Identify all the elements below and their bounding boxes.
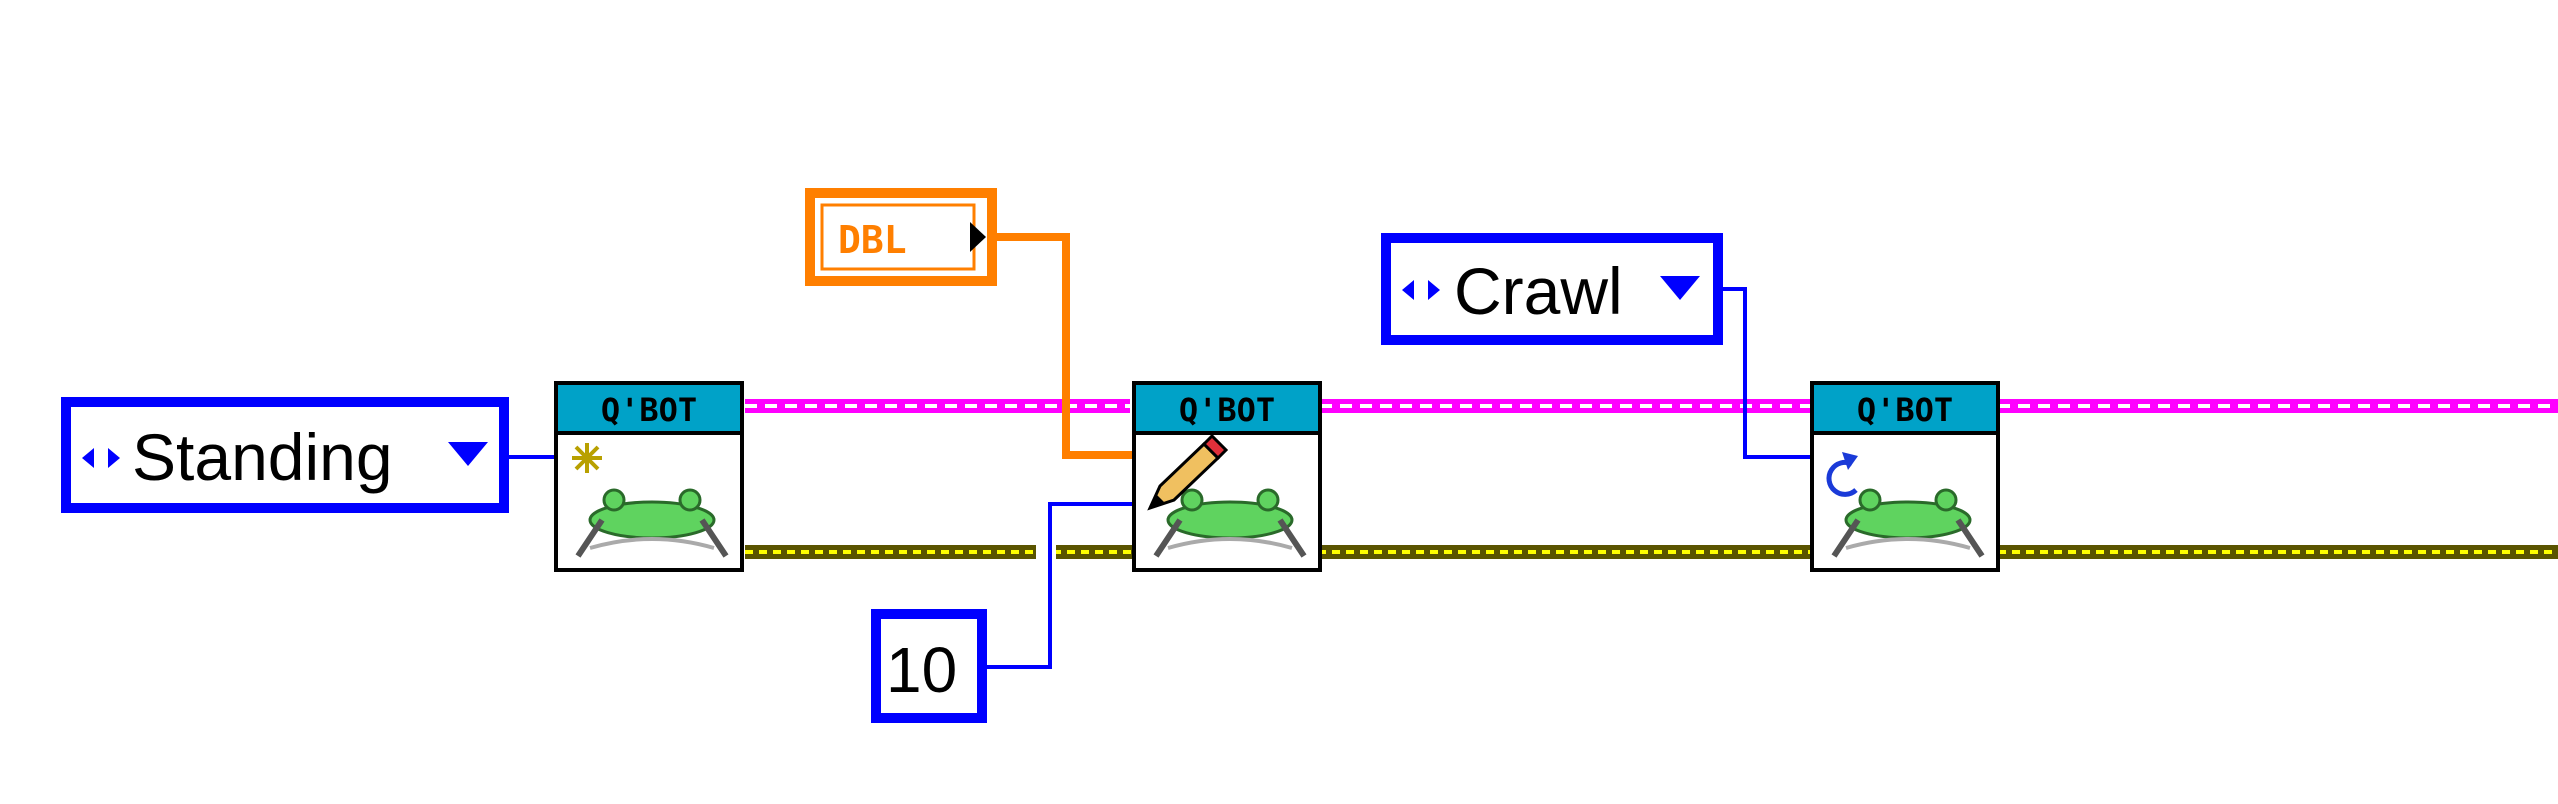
dbl-label: DBL — [838, 218, 907, 262]
increment-decrement-arrows-icon[interactable] — [82, 448, 120, 468]
subvi-init[interactable]: Q'BOT — [554, 381, 744, 572]
subvi-title: Q'BOT — [601, 391, 697, 429]
output-arrow-icon — [970, 222, 986, 252]
increment-decrement-arrows-icon[interactable] — [1402, 280, 1440, 300]
subvi-title: Q'BOT — [1179, 391, 1275, 429]
robot-icon — [1831, 488, 1985, 558]
dbl-wire[interactable] — [990, 233, 1134, 459]
numeric-value: 10 — [886, 634, 957, 706]
crawl-wire[interactable] — [1720, 287, 1812, 459]
chevron-down-icon[interactable] — [448, 442, 488, 466]
subvi-execute[interactable]: Q'BOT — [1810, 381, 2000, 572]
enum-constant-standing[interactable]: Standing — [61, 397, 509, 513]
pencil-icon — [1147, 433, 1229, 511]
enum-constant-crawl[interactable]: Crawl — [1381, 233, 1723, 345]
subvi-title: Q'BOT — [1857, 391, 1953, 429]
enum-value-crawl: Crawl — [1454, 254, 1623, 328]
subvi-write[interactable]: Q'BOT — [1132, 381, 1322, 572]
numeric-constant[interactable]: 10 — [871, 609, 987, 723]
dbl-control-terminal[interactable]: DBL — [805, 188, 997, 286]
enum-value-standing: Standing — [132, 420, 393, 494]
error-cluster-wire[interactable] — [745, 540, 2558, 564]
robot-icon — [1153, 488, 1307, 558]
refresh-icon — [1826, 452, 1858, 497]
chevron-down-icon[interactable] — [1660, 276, 1700, 300]
numeric-wire[interactable] — [986, 502, 1134, 669]
robot-icon — [575, 488, 729, 558]
starburst-icon — [572, 443, 602, 473]
